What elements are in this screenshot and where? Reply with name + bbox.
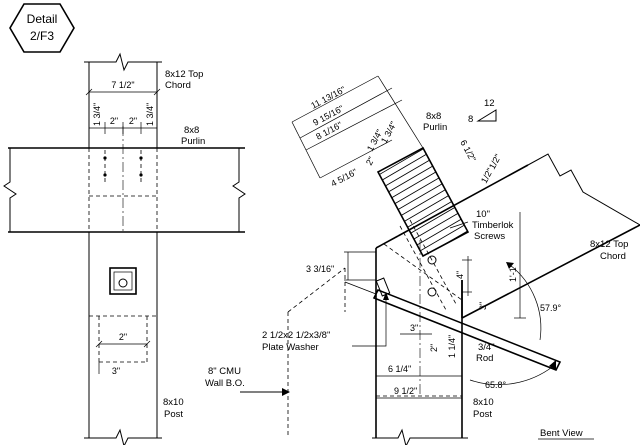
dim-washer-edge: 3" [112, 366, 120, 376]
purlin-left [3, 126, 246, 233]
top-chord-label-left-2: Chord [165, 80, 191, 91]
dim-edge-left: 1 3/4" [92, 103, 102, 126]
rod-label-2: Rod [476, 353, 493, 364]
plate-washer-right [375, 277, 391, 297]
purlin-label-right-1: 8x8 [426, 111, 441, 122]
dim-3-horiz: 3" [410, 323, 418, 333]
dim-6-1-4: 6 1/4" [388, 364, 411, 374]
purlin-right [376, 146, 470, 311]
bent-view: 12 8 8x8 Purlin 10" Timberlok Screws 8x1… [205, 75, 640, 445]
plate-washer-left [109, 267, 137, 295]
cmu-label-2: Wall B.O. [205, 378, 245, 389]
dim-2-horiz: 2" [429, 344, 439, 352]
dim-4-post: 4" [455, 271, 465, 279]
screw-hole-lower [427, 287, 437, 297]
cmu-wall [287, 267, 346, 438]
dim-washer: 2" [119, 332, 127, 342]
washer-label-1: 2 1/2x2 1/2x3/8" [262, 330, 330, 341]
cmu-label-1: 8" CMU [208, 366, 241, 377]
dim-edge-right: 1 3/4" [145, 103, 155, 126]
screws-label-2: Timberlok [472, 220, 514, 231]
dim-3-vert: 3" [478, 302, 488, 310]
view-title: Bent View [540, 428, 583, 439]
left-elevation-view: 8x12 Top Chord 8x8 Purlin 8x10 Post 7 1/… [3, 52, 246, 445]
angle-lower: 65.8° [485, 380, 507, 390]
dim-4-5-16: 4 5/16" [329, 167, 359, 189]
post-label-left-1: 8x10 [163, 397, 184, 408]
screws-label-3: Screws [474, 231, 505, 242]
rod-hole-left [118, 278, 128, 288]
dim-chord-width: 7 1/2" [111, 80, 134, 90]
detail-tag-line1: Detail [27, 12, 58, 26]
detail-tag-line2: 2/F3 [30, 29, 54, 43]
dim-1-1-4: 1 1/4" [447, 335, 457, 358]
sloped-dims: 11 13/16" 9 15/16" 8 1/16" 1 3/4" 1 3/4"… [291, 75, 503, 189]
dim-gap-left: 2" [110, 116, 118, 126]
post-left [84, 232, 162, 445]
purlin-label-left-2: Purlin [181, 136, 205, 147]
bottom-dims: 3" 2" 1 1/4" 6 1/4" 9 1/2" [376, 318, 463, 399]
detail-hexagon [9, 3, 75, 53]
dim-9-1-2: 9 1/2" [394, 386, 417, 396]
washer-label-2: Plate Washer [262, 342, 319, 353]
post-label-left-2: Post [164, 409, 183, 420]
post-label-right-1: 8x10 [473, 397, 494, 408]
purlin-label-right-2: Purlin [423, 122, 447, 133]
top-chord-label-right-1: 8x12 Top [590, 239, 628, 250]
dims-left: 7 1/2" 1 3/4" 2" 2" 1 3/4" 2" 3" [85, 80, 161, 376]
dim-6-1-2: 6 1/2" [458, 138, 478, 163]
slope-indicator: 12 8 [468, 98, 497, 125]
dim-2-purlin: 2" [364, 155, 377, 167]
post-dims-left: 3 3/16" [306, 251, 376, 281]
top-chord-left [84, 52, 162, 148]
screws-label-1: 10" [476, 209, 490, 220]
purlin-label-left-1: 8x8 [184, 125, 199, 136]
detail-tag: Detail 2/F3 [9, 3, 75, 53]
top-chord-label-left-1: 8x12 Top [165, 69, 203, 80]
top-chord-label-right-2: Chord [600, 251, 626, 262]
post-dims-right: 4" 1'-1" 3" [455, 212, 526, 319]
angle-upper: 57.9° [540, 303, 562, 313]
top-chord-right [383, 153, 640, 319]
dim-3-3-16: 3 3/16" [306, 264, 334, 274]
dim-gap-right: 2" [129, 116, 137, 126]
rod-label-1: 3/4" [478, 342, 495, 353]
slope-run: 8 [468, 114, 473, 125]
dim-1-1: 1'-1" [508, 264, 518, 282]
slope-rise: 12 [484, 98, 495, 109]
screw-hole-upper [427, 255, 437, 265]
post-label-right-2: Post [473, 409, 492, 420]
